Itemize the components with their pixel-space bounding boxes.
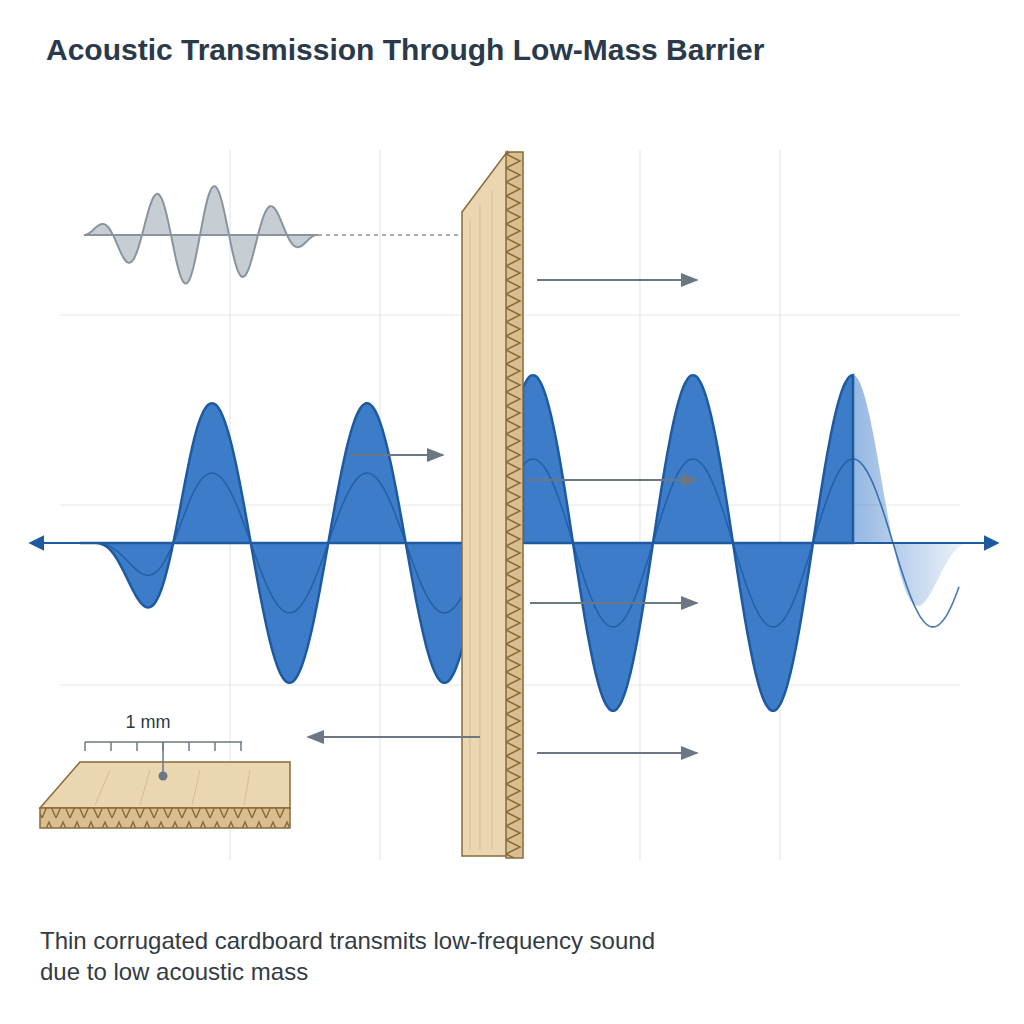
grid bbox=[60, 150, 960, 860]
ruler-tick bbox=[240, 742, 242, 751]
diagram-caption: Thin corrugated cardboard transmits low-… bbox=[40, 925, 700, 987]
ruler-tick bbox=[188, 742, 190, 751]
dimension-ruler bbox=[85, 742, 242, 781]
ruler-tick bbox=[214, 742, 216, 751]
ruler-tick bbox=[136, 742, 138, 751]
cardboard-panel bbox=[462, 152, 523, 858]
diagram-caption-slot: Thin corrugated cardboard transmits low-… bbox=[40, 925, 700, 987]
cardboard-sample bbox=[40, 762, 290, 828]
propagation-arrows bbox=[308, 280, 697, 753]
dimension-label: 1 mm bbox=[124, 712, 173, 733]
label-slot: 1 mm bbox=[124, 712, 173, 733]
ruler-tick bbox=[110, 742, 112, 751]
ruler-tick bbox=[84, 742, 86, 751]
diagram-title-slot: Acoustic Transmission Through Low-Mass B… bbox=[46, 33, 764, 67]
diagram-title: Acoustic Transmission Through Low-Mass B… bbox=[46, 33, 764, 67]
incident-wave-icon bbox=[84, 186, 483, 283]
